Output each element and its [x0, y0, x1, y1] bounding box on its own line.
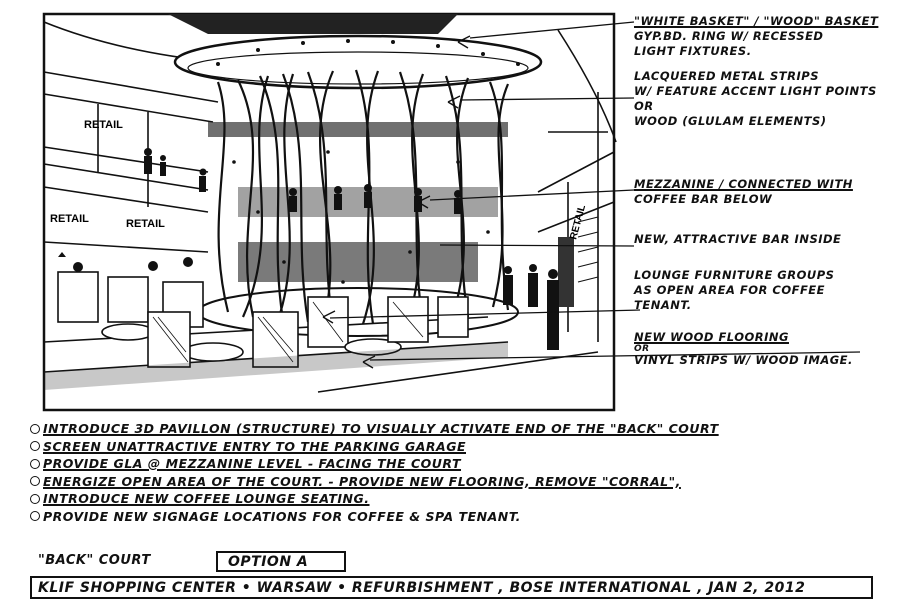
- list-item: PROVIDE NEW SIGNAGE LOCATIONS FOR COFFEE…: [30, 508, 890, 526]
- annotation-line: OR: [634, 99, 654, 113]
- bullet-icon: [30, 458, 40, 469]
- list-item-text: INTRODUCE NEW COFFEE LOUNGE SEATING.: [43, 491, 370, 507]
- bullet-icon: [30, 423, 40, 434]
- list-item: SCREEN UNATTRACTIVE ENTRY TO THE PARKING…: [30, 438, 890, 456]
- court-label: "BACK" COURT: [38, 553, 151, 568]
- annotation-mezzanine: MEZZANINE / CONNECTED WITH COFFEE BAR BE…: [634, 177, 853, 207]
- annotation-line: VINYL STRIPS W/ WOOD IMAGE.: [634, 353, 853, 367]
- annotation-line: WOOD (GLULAM ELEMENTS): [634, 114, 827, 128]
- option-label: OPTION A: [216, 551, 346, 572]
- retail-sign: RETAIL: [126, 218, 165, 230]
- bullet-list: INTRODUCE 3D PAVILLON (STRUCTURE) TO VIS…: [30, 420, 890, 525]
- project-title: KLIF SHOPPING CENTER • WARSAW • REFURBIS…: [30, 576, 873, 599]
- list-item: INTRODUCE NEW COFFEE LOUNGE SEATING.: [30, 490, 890, 508]
- list-item: INTRODUCE 3D PAVILLON (STRUCTURE) TO VIS…: [30, 420, 890, 438]
- list-item-text: PROVIDE GLA @ MEZZANINE LEVEL - FACING T…: [43, 456, 462, 472]
- pavilion-sketch: RETAIL RETAIL RETAIL RETAIL: [42, 12, 617, 412]
- list-item: PROVIDE GLA @ MEZZANINE LEVEL - FACING T…: [30, 455, 890, 473]
- annotation-line: GYP.BD. RING W/ RECESSED: [634, 29, 824, 43]
- annotation-line: LACQUERED METAL STRIPS: [634, 69, 819, 83]
- list-item: ENERGIZE OPEN AREA OF THE COURT. - PROVI…: [30, 473, 890, 491]
- list-item-text: ENERGIZE OPEN AREA OF THE COURT. - PROVI…: [43, 473, 681, 489]
- retail-sign: RETAIL: [84, 119, 123, 131]
- annotation-lounge: LOUNGE FURNITURE GROUPS AS OPEN AREA FOR…: [634, 268, 834, 313]
- annotation-line: LOUNGE FURNITURE GROUPS: [634, 268, 835, 282]
- list-item-text: SCREEN UNATTRACTIVE ENTRY TO THE PARKING…: [43, 438, 466, 454]
- annotation-line: NEW WOOD FLOORING: [634, 330, 789, 344]
- annotation-line: NEW, ATTRACTIVE BAR INSIDE: [634, 232, 842, 246]
- list-item-text: PROVIDE NEW SIGNAGE LOCATIONS FOR COFFEE…: [43, 508, 521, 524]
- bullet-icon: [30, 441, 40, 452]
- retail-sign: RETAIL: [50, 213, 89, 225]
- annotation-basket: "WHITE BASKET" / "WOOD" BASKET GYP.BD. R…: [634, 14, 878, 129]
- annotation-line: AS OPEN AREA FOR COFFEE: [634, 283, 826, 297]
- bullet-icon: [30, 511, 40, 522]
- annotation-flooring: NEW WOOD FLOORING OR VINYL STRIPS W/ WOO…: [634, 330, 853, 368]
- bullet-icon: [30, 493, 40, 504]
- list-item-text: INTRODUCE 3D PAVILLON (STRUCTURE) TO VIS…: [43, 421, 719, 437]
- annotation-line: TENANT.: [634, 298, 692, 312]
- annotation-line: MEZZANINE / CONNECTED WITH: [634, 177, 853, 191]
- annotation-line: LIGHT FIXTURES.: [634, 44, 752, 58]
- annotation-line: W/ FEATURE ACCENT LIGHT POINTS: [634, 84, 877, 98]
- annotation-line: "WHITE BASKET" / "WOOD" BASKET: [634, 14, 879, 28]
- annotation-line: OR: [634, 344, 650, 354]
- bullet-icon: [30, 476, 40, 487]
- annotation-bar: NEW, ATTRACTIVE BAR INSIDE: [634, 232, 841, 247]
- annotation-line: COFFEE BAR BELOW: [634, 192, 773, 206]
